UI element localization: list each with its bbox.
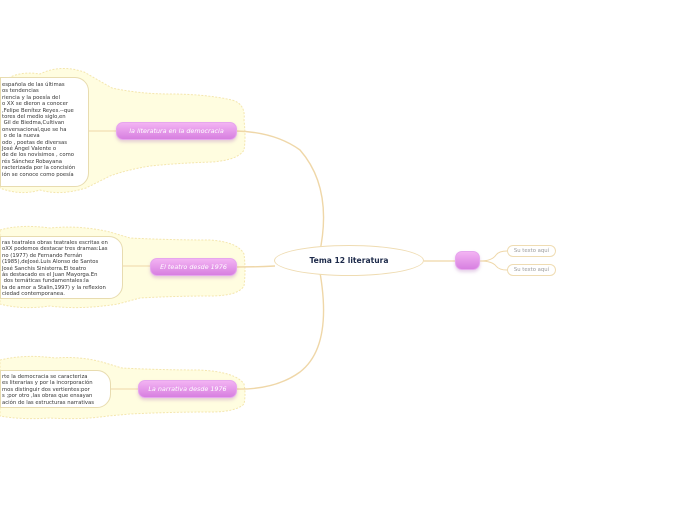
connector-right-node-to-child-2	[479, 260, 508, 271]
central-topic[interactable]: Tema 12 literatura	[274, 245, 424, 276]
note-narrativa: rte la democracia se caracteriza es lite…	[0, 370, 111, 408]
connector-right-node-to-child-1	[479, 250, 508, 262]
connector-central-to-teatro	[235, 265, 276, 268]
connector-central-to-literatura	[235, 130, 325, 261]
connector-central-to-narrativa	[235, 261, 325, 390]
note-teatro-text: ras teatrales obras teatrales escritas e…	[2, 240, 108, 298]
subtopic-right-1[interactable]: Su texto aquí	[507, 245, 556, 257]
topic-teatro[interactable]: El teatro desde 1976	[150, 258, 237, 276]
topic-narrativa[interactable]: La narrativa desde 1976	[138, 380, 237, 398]
note-literatura-democracia: española de las últimas os tendencias ri…	[0, 77, 89, 187]
note-narrativa-text: rte la democracia se caracteriza es lite…	[2, 374, 95, 406]
topic-right-empty[interactable]	[455, 251, 480, 270]
note-literatura-text: española de las últimas os tendencias ri…	[2, 82, 76, 178]
topic-literatura-democracia[interactable]: la literatura en la democracia	[116, 122, 237, 140]
subtopic-right-2[interactable]: Su texto aquí	[507, 264, 556, 276]
note-teatro: ras teatrales obras teatrales escritas e…	[0, 236, 123, 299]
